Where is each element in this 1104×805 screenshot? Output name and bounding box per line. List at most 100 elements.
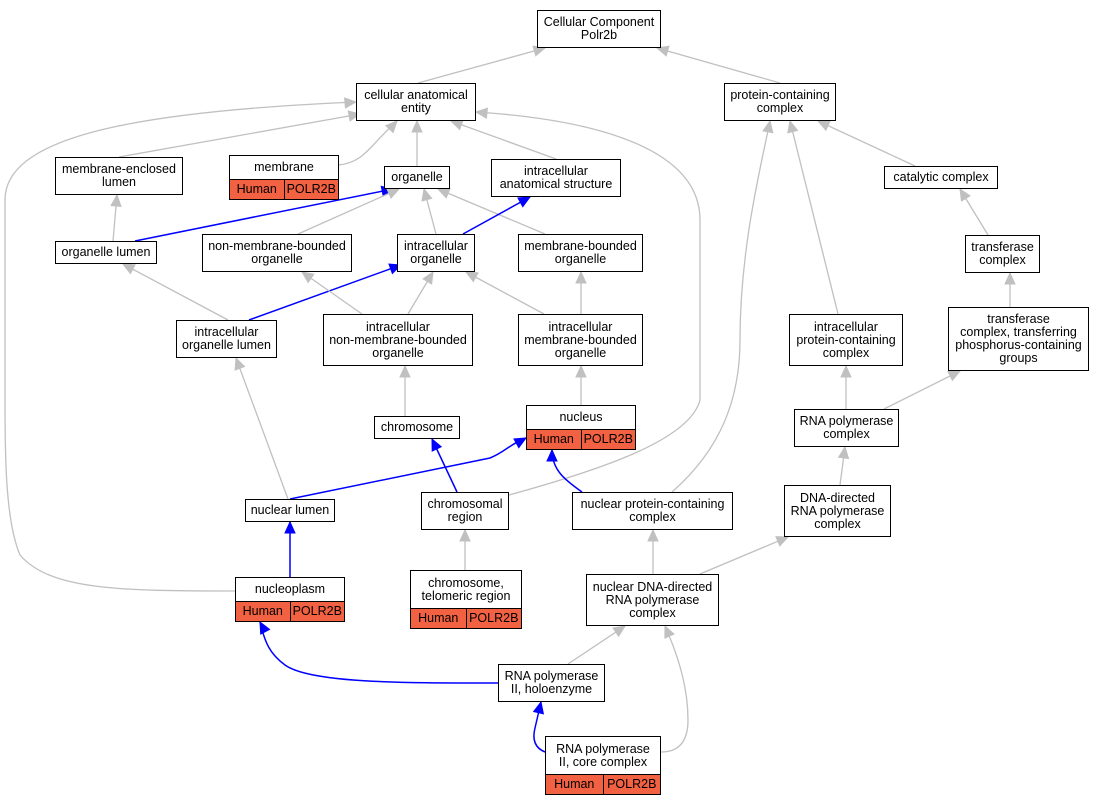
node-chromosome[interactable]: chromosome bbox=[374, 416, 460, 439]
annotation-species[interactable]: Human bbox=[533, 432, 574, 446]
node-label-line: organelle lumen bbox=[61, 245, 151, 259]
node-label-line: complex bbox=[629, 605, 676, 620]
annotation-gene[interactable]: POLR2B bbox=[289, 602, 345, 621]
node-label-line: organelle lumen bbox=[182, 338, 271, 352]
arrowhead bbox=[575, 364, 587, 378]
edge-ddrnap-to-rnapc bbox=[837, 445, 850, 486]
annotation-species[interactable]: Human bbox=[418, 611, 459, 625]
node-nuclear-lumen[interactable]: nuclear lumen bbox=[245, 499, 335, 522]
edge-npcc-to-pcc bbox=[671, 119, 774, 493]
node-label-line: complex bbox=[629, 510, 676, 524]
arrowhead bbox=[259, 620, 271, 635]
annotation-gene[interactable]: POLR2B bbox=[283, 180, 339, 199]
arrowhead bbox=[234, 356, 246, 371]
edge-nlumen-to-nucleus bbox=[289, 437, 528, 500]
node-label-line: phosphorus-containing bbox=[955, 338, 1082, 352]
edge-catalytic-to-pcc bbox=[816, 120, 916, 167]
arrowhead bbox=[647, 528, 659, 542]
node-organelle-lumen[interactable]: organelle lumen bbox=[55, 241, 157, 264]
arrowhead bbox=[837, 445, 850, 460]
edge-pcc-to-root bbox=[655, 45, 781, 84]
arrowhead bbox=[399, 364, 411, 378]
arrowhead bbox=[464, 271, 479, 283]
edge-rnap2h-to-nucleoplasm bbox=[259, 620, 499, 684]
arrowhead bbox=[513, 437, 528, 449]
node-label-line: organelle bbox=[554, 345, 607, 360]
arrowhead bbox=[517, 196, 532, 208]
node-label-line: non-membrane-bounded bbox=[329, 332, 467, 347]
node-label-line: RNA polymerase bbox=[799, 414, 894, 428]
edge-inmbo-to-nmbo bbox=[301, 271, 363, 315]
node-label-line: II, holoenzyme bbox=[510, 682, 593, 696]
node-label-line: membrane-bounded bbox=[524, 239, 637, 253]
edge-organelle-to-cae bbox=[411, 119, 423, 166]
edge-cregion-to-cae bbox=[474, 107, 701, 496]
edge-io-to-organelle bbox=[421, 187, 437, 235]
node-label-line: nucleoplasm bbox=[254, 582, 326, 596]
arrowhead bbox=[655, 45, 670, 57]
annotation-row: Human POLR2B bbox=[546, 774, 660, 794]
node-label-line: RNA polymerase bbox=[605, 592, 700, 607]
annotation-species[interactable]: Human bbox=[242, 604, 283, 618]
edge-tcppg-to-transferase bbox=[1004, 271, 1016, 307]
node-label-line: complex, transferring bbox=[960, 325, 1077, 339]
edge-rnap2cc-to-nddrnap bbox=[660, 624, 689, 753]
arrowhead bbox=[301, 271, 315, 284]
node-label-line: intracellular bbox=[366, 319, 430, 334]
annotation-species[interactable]: Human bbox=[554, 777, 595, 791]
node-label-line: organelle bbox=[410, 252, 462, 266]
node-label-line: membrane-enclosed bbox=[62, 162, 176, 176]
node-organelle[interactable]: organelle bbox=[384, 166, 450, 189]
arrowhead bbox=[575, 270, 587, 284]
edge-ctr-to-cregion bbox=[459, 528, 471, 570]
node-label-line: protein-containing bbox=[796, 332, 896, 347]
edge-imbo-to-mbo bbox=[575, 270, 587, 314]
annotation-row: Human POLR2B bbox=[411, 608, 521, 628]
node-label-line: RNA polymerase bbox=[504, 669, 599, 683]
arrowhead bbox=[121, 263, 136, 275]
node-catalytic-complex[interactable]: catalytic complex bbox=[884, 166, 998, 189]
node-label-line: nucleus bbox=[559, 410, 603, 424]
annotation-gene[interactable]: POLR2B bbox=[465, 609, 522, 628]
edge-cregion-to-chromosome bbox=[431, 437, 458, 493]
annotation-species[interactable]: Human bbox=[236, 182, 277, 196]
node-label-line: intracellular bbox=[814, 319, 878, 334]
arrowhead bbox=[411, 119, 423, 133]
edge-ipcc-to-pcc bbox=[787, 119, 839, 315]
edge-nucleoplasm-to-nlumen bbox=[284, 520, 296, 577]
edge-nddrnap-to-npcc bbox=[647, 528, 659, 574]
annotation-gene[interactable]: POLR2B bbox=[602, 775, 661, 794]
arrowhead bbox=[284, 520, 296, 534]
edge-inmbo-to-io bbox=[407, 270, 434, 315]
node-label-line: nuclear DNA-directed bbox=[592, 579, 713, 594]
node-label-line: chromosome, bbox=[428, 575, 504, 590]
annotation-gene[interactable]: POLR2B bbox=[580, 430, 636, 449]
edge-chromosome-to-inmbo bbox=[399, 364, 411, 416]
node-label-line: RNA polymerase bbox=[790, 503, 885, 518]
